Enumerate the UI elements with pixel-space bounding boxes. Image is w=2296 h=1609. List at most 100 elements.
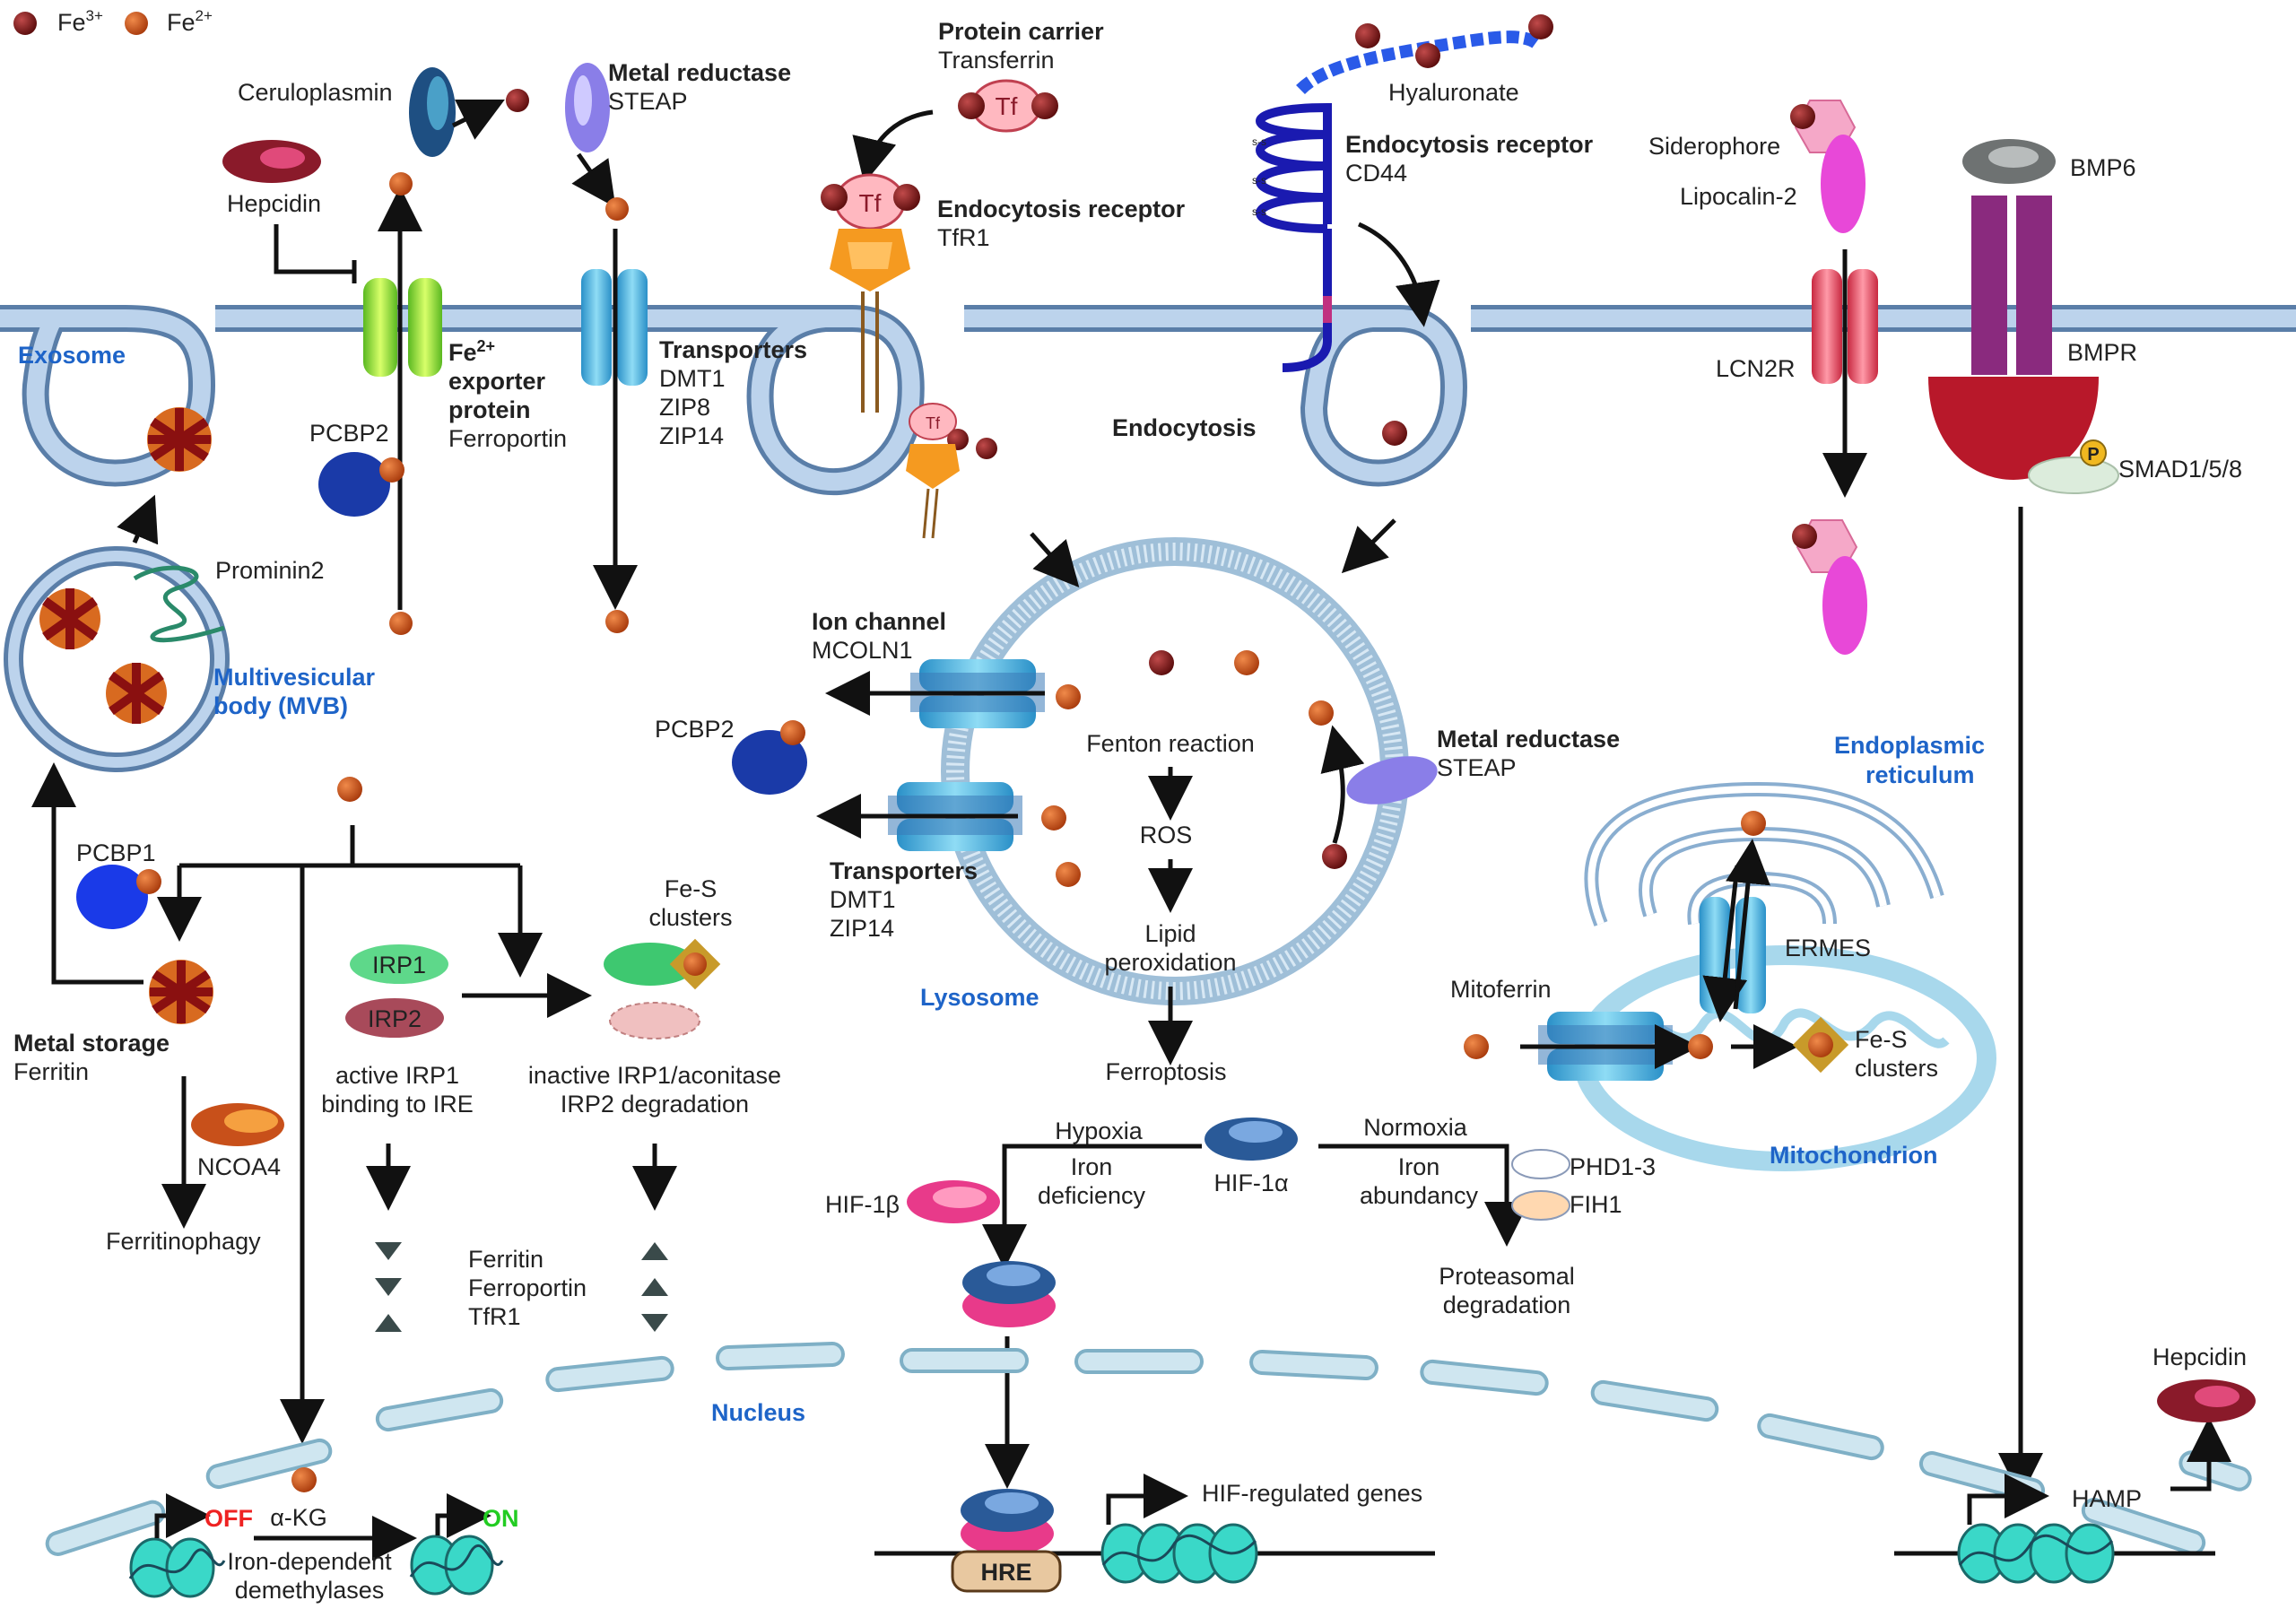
pcbp2-mid-icon	[732, 730, 807, 795]
er-to-mito-arrow	[1702, 865, 1748, 1022]
endo-cd44-1: Endocytosis receptor	[1345, 131, 1594, 158]
normoxia-label: Normoxia	[1363, 1114, 1468, 1141]
ferritin-icon	[106, 663, 167, 724]
smad-icon: P	[2028, 439, 2119, 494]
ceruloplasmin-label: Ceruloplasmin	[238, 79, 393, 106]
er-label-2: reticulum	[1866, 761, 1975, 788]
pcbp2-top-icon	[318, 452, 390, 517]
nuclear-envelope	[45, 1341, 2252, 1556]
fes-mito-1: Fe-S	[1855, 1026, 1908, 1053]
transporters-top-4: ZIP14	[659, 422, 724, 449]
mitochondrion-label: Mitochondrion	[1770, 1142, 1937, 1169]
lcn2r-label: LCN2R	[1716, 355, 1796, 382]
iron-def-1: Iron	[1071, 1153, 1113, 1180]
bmpr-label: BMPR	[2067, 339, 2137, 366]
smad-label: SMAD1/5/8	[2118, 456, 2242, 483]
hif1b-label: HIF-1β	[825, 1191, 900, 1218]
proteasomal-2: degradation	[1443, 1292, 1571, 1318]
ferritin-icon	[39, 588, 100, 649]
irp1-label: IRP1	[372, 952, 426, 978]
dmt1-zip-transporter-icon	[581, 269, 648, 386]
siderophore-lipocalin-internal-icon	[1792, 519, 1867, 655]
ss-label: s-s	[1252, 135, 1266, 148]
lcn2r-icon	[1812, 269, 1878, 384]
phd-icon	[1511, 1149, 1570, 1179]
steap-mid-icon	[1346, 756, 1438, 804]
fe2-icon	[389, 172, 413, 196]
iron-def-2: deficiency	[1038, 1182, 1146, 1209]
dna-off-icon	[128, 1493, 226, 1598]
hamp-dna-icon	[1957, 1474, 2115, 1584]
ferritin-to-mvb-arrow	[31, 762, 144, 985]
hypoxia-label: Hypoxia	[1055, 1118, 1144, 1144]
fes-mid-1: Fe-S	[665, 875, 718, 902]
irp2-label: IRP2	[368, 1005, 422, 1032]
ion-channel-2: MCOLN1	[812, 637, 913, 664]
ferroportin-label-2: exporter	[448, 368, 546, 395]
transporters-mid-3: ZIP14	[830, 915, 894, 942]
fes-irp1-icon	[604, 938, 721, 990]
siderophore-label: Siderophore	[1648, 133, 1780, 160]
mvb	[4, 546, 230, 772]
pcbp1-label: PCBP1	[76, 839, 156, 866]
fe2-icon	[1688, 1034, 1713, 1059]
hif1b-icon	[907, 1180, 1000, 1223]
hif-target-dna-icon	[1100, 1474, 1258, 1584]
irp-inactive-regulation-icons	[641, 1242, 668, 1332]
fe3-icon	[1149, 650, 1174, 675]
transporters-top-1: Transporters	[659, 336, 807, 363]
ferritin-storage-icon	[149, 960, 213, 1024]
legend: Fe3+ Fe2+	[13, 7, 213, 36]
siderophore-lipocalin-icon	[1790, 100, 1866, 233]
cd44-endocytosis-arrow	[1357, 222, 1440, 327]
transporters-top-3: ZIP8	[659, 394, 710, 421]
hif-genes-label: HIF-regulated genes	[1202, 1480, 1422, 1507]
ferritin-icon	[147, 407, 212, 472]
hre-box	[951, 1550, 1062, 1593]
oxidation-arrow	[451, 100, 505, 140]
hre-label: HRE	[980, 1559, 1031, 1586]
irp2-icon	[345, 998, 444, 1038]
fih1-label: FIH1	[1570, 1191, 1622, 1218]
target-tfr1: TfR1	[468, 1303, 521, 1330]
iron-ab-2: abundancy	[1360, 1182, 1479, 1209]
dna-on-icon	[409, 1493, 504, 1596]
fe2-icon	[1741, 811, 1766, 836]
transporters-mid-1: Transporters	[830, 857, 978, 884]
legend-fe2: Fe2+	[167, 7, 213, 36]
lyso-reduction-arrow	[1320, 725, 1365, 844]
proteasomal-1: Proteasomal	[1439, 1263, 1575, 1290]
fe2-icon	[389, 612, 413, 635]
active-irp-1: active IRP1	[335, 1062, 459, 1089]
hyaluronate-icon	[1296, 14, 1553, 95]
fe2-legend-icon	[125, 12, 148, 35]
ss-label: s-s	[1252, 174, 1266, 187]
irp2-degraded-icon	[609, 1002, 700, 1039]
protein-carrier-1: Protein carrier	[938, 18, 1104, 45]
metal-storage-2: Ferritin	[13, 1058, 89, 1085]
fes-mito-2: clusters	[1855, 1055, 1938, 1082]
exosome-label: Exosome	[18, 342, 126, 369]
ermes-label: ERMES	[1785, 935, 1871, 961]
ferroptosis-label: Ferroptosis	[1105, 1058, 1226, 1085]
lipocalin2-label: Lipocalin-2	[1680, 183, 1797, 210]
ss-label: s-s	[1252, 205, 1266, 218]
fe2-icon	[780, 720, 805, 745]
transporters-mid-2: DMT1	[830, 886, 896, 913]
mitoferrin-label: Mitoferrin	[1450, 976, 1552, 1003]
transferrin-binding-arrow	[852, 109, 934, 184]
iron-ab-1: Iron	[1398, 1153, 1440, 1180]
tf-text: Tf	[859, 189, 882, 217]
lipid-label-2: peroxidation	[1104, 949, 1236, 976]
fenton-label: Fenton reaction	[1086, 730, 1255, 757]
lysosome-label: Lysosome	[920, 984, 1039, 1011]
bmpr-icon	[1928, 196, 2099, 480]
ncoa4-label: NCOA4	[197, 1153, 281, 1180]
tfr1-icon: Tf	[821, 173, 920, 413]
protein-carrier-2: Transferrin	[938, 47, 1055, 74]
mvb-label-1: Multivesicular	[213, 664, 376, 691]
inactive-irp-1: inactive IRP1/aconitase	[528, 1062, 781, 1089]
er-label-1: Endoplasmic	[1834, 732, 1985, 759]
